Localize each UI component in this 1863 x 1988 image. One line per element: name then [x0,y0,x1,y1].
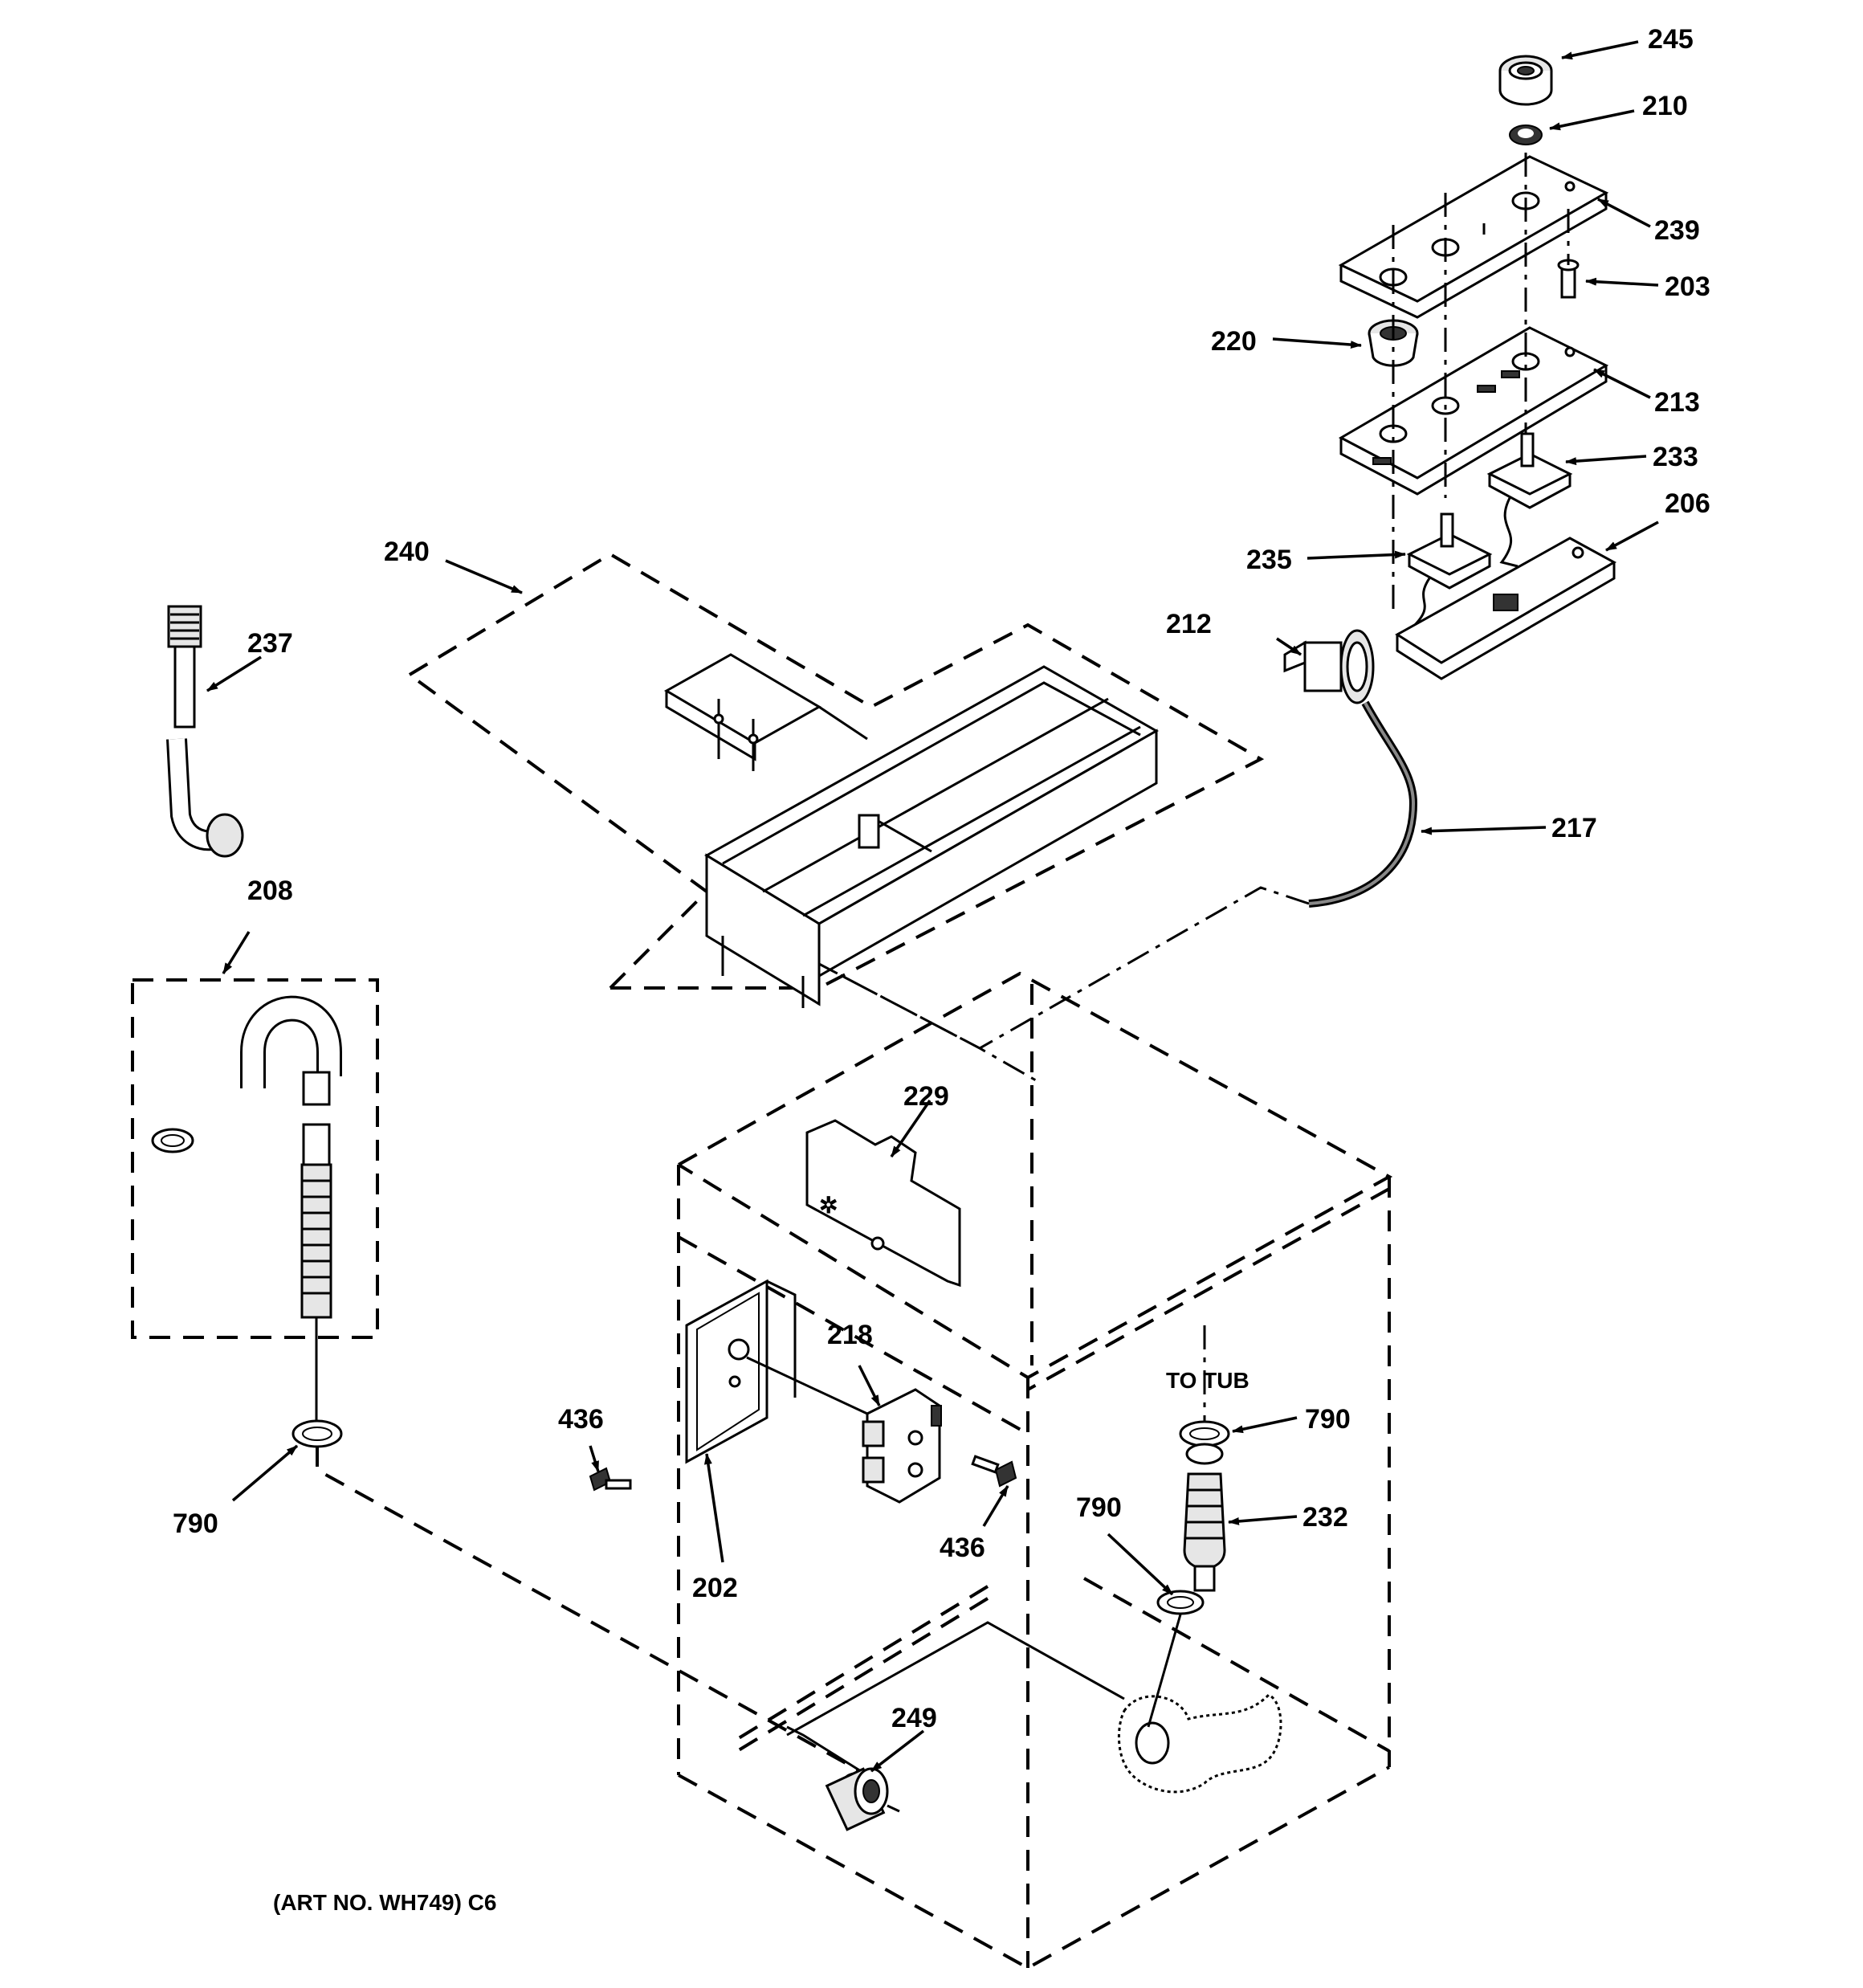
callout-212: 212 [1166,609,1212,639]
pressure-hose-217 [818,700,1418,1082]
washer-part [1509,125,1543,145]
callout-210: 210 [1642,91,1688,121]
callout-240: 240 [384,537,430,567]
svg-text:✲: ✲ [819,1193,838,1218]
water-valve-218 [862,1388,942,1504]
bracket-206 [1395,537,1617,680]
callout-245: 245 [1648,24,1694,55]
drain-hose-232 [1183,1443,1226,1592]
hose-clamp-790-right-top [1179,1420,1230,1447]
callout-202: 202 [692,1573,738,1603]
callout-239: 239 [1654,215,1700,246]
screw-436-left [589,1467,632,1492]
callout-203: 203 [1665,271,1710,302]
hose-clamp-790-left [291,1317,343,1448]
knob-part [1498,55,1553,106]
pump-motor-area [1117,1693,1282,1794]
callout-790-right-top: 790 [1305,1404,1351,1435]
cabinet-outline [677,971,1393,1970]
callout-218: 218 [827,1320,873,1350]
callout-233: 233 [1653,442,1698,472]
control-board-part [1338,326,1609,496]
callout-237: 237 [247,628,293,659]
drain-hose-kit-208-box [131,978,379,1339]
hose-237 [166,605,244,858]
callout-206: 206 [1665,488,1710,519]
drain-hose-kit-208 [151,995,342,1319]
screw-436-right [971,1455,1017,1488]
callout-220: 220 [1211,326,1257,357]
drain-hose-route [316,1325,1206,1777]
callout-208: 208 [247,876,293,906]
bumper-249 [825,1767,900,1831]
control-console-tray [704,665,1160,1008]
callout-436-left: 436 [558,1404,604,1435]
switch-part-233 [1486,432,1573,568]
callout-436-right: 436 [940,1533,985,1563]
bracket-part [663,653,868,771]
pin-part [1557,259,1580,299]
callout-217: 217 [1551,813,1597,843]
callout-arrows [206,40,1659,1773]
callout-labels: 245 210 239 203 220 213 233 206 235 212 … [173,24,1710,1915]
bracket-202 [685,1279,868,1464]
to-tub-label: TO TUB [1166,1368,1249,1393]
board-229: ✲ [805,1119,961,1288]
callout-790-left: 790 [173,1508,218,1539]
callout-232: 232 [1302,1502,1348,1533]
dashed-guide-lines-top [1392,153,1570,610]
callout-249: 249 [891,1703,937,1733]
art-number-label: (ART NO. WH749) C6 [273,1890,496,1915]
pressure-switch-212 [1283,629,1375,704]
switch-part-235 [1396,512,1493,636]
callout-229: 229 [903,1081,949,1112]
callout-790-right-bottom: 790 [1076,1492,1122,1523]
callout-213: 213 [1654,387,1700,418]
hose-clamp-790-right-bottom [1147,1590,1205,1728]
callout-235: 235 [1246,545,1292,575]
